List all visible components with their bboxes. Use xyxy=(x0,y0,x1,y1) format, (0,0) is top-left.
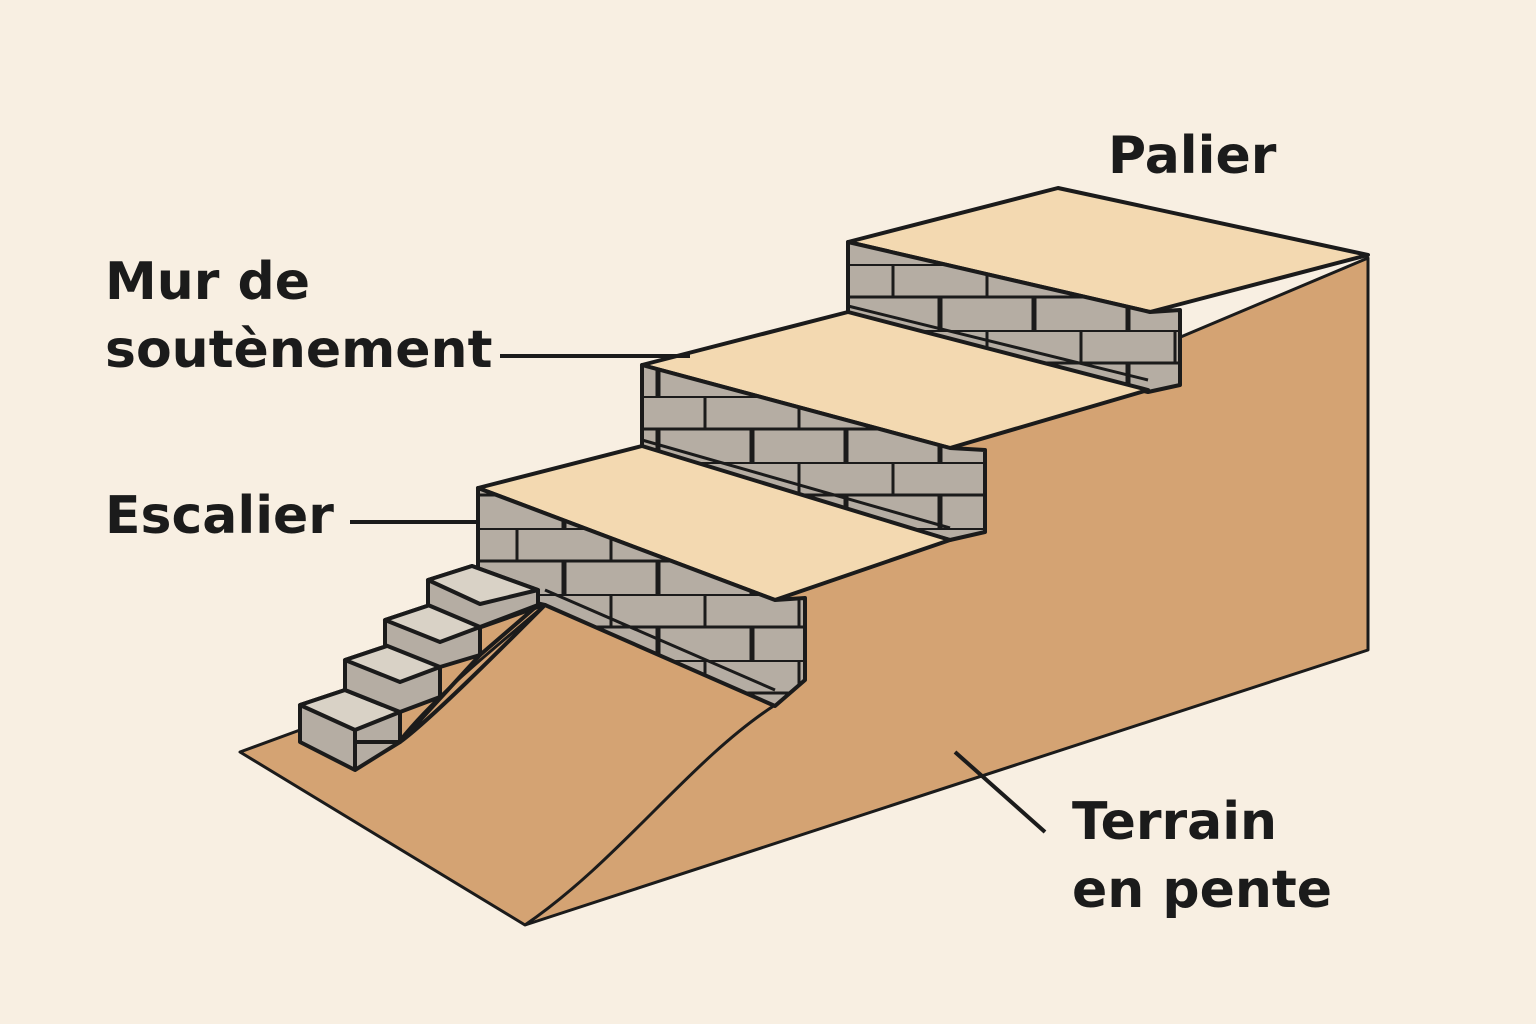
label-staircase: Escalier xyxy=(105,486,334,546)
slope-ridge-line xyxy=(524,703,776,927)
leader-line-terrain xyxy=(953,750,1047,834)
stone-staircase xyxy=(298,564,547,772)
top-terrace xyxy=(846,186,1370,394)
label-sloped-terrain-line1: Terrain xyxy=(1072,792,1278,852)
label-landing: Palier xyxy=(1108,126,1277,186)
middle-terrace xyxy=(640,310,1150,542)
label-sloped-terrain-line2: en pente xyxy=(1072,860,1333,920)
label-retaining-wall-line2: soutènement xyxy=(105,320,493,380)
lower-terrace xyxy=(476,444,952,708)
label-retaining-wall-line1: Mur de xyxy=(105,252,311,312)
